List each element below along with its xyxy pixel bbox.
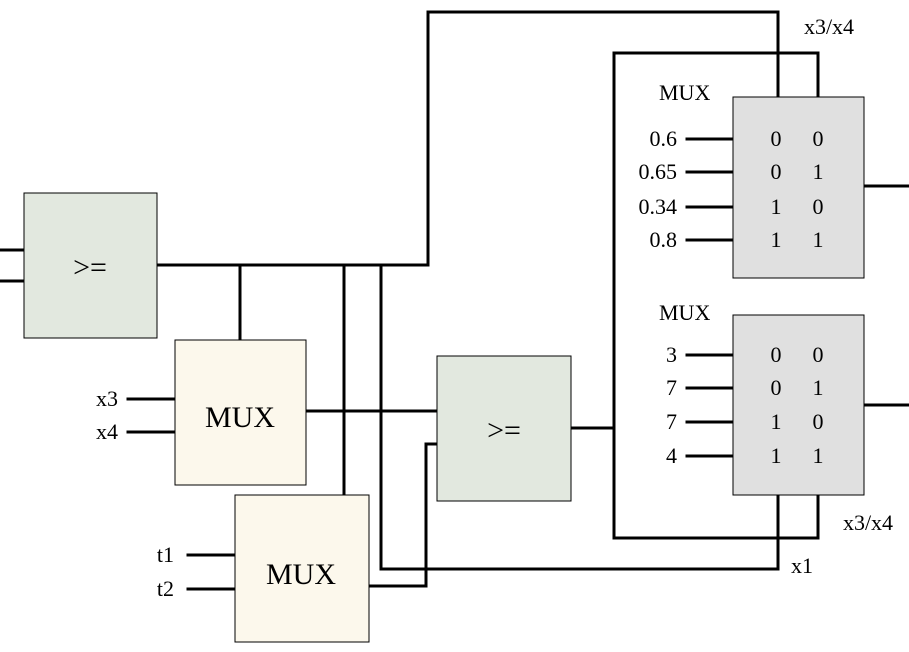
lut-top-title: MUX [659, 80, 710, 105]
wire-select-rect-bottom [612, 426, 820, 540]
lut-bottom-select-label: x3/x4 [843, 510, 893, 535]
mux-x-input-x3: x3 [96, 386, 118, 411]
mux-t-input-t1: t1 [157, 542, 174, 567]
lut-bottom-bit-3-b: 1 [813, 443, 824, 468]
lut-top-bit-2-b: 0 [813, 194, 824, 219]
wires [0, 10, 909, 591]
comparator-top-label: >= [73, 251, 107, 284]
lut-bottom-bit-2-a: 1 [771, 409, 782, 434]
lut-bottom-select2-label: x1 [791, 553, 813, 578]
lut-bottom-bit-1-b: 1 [813, 375, 824, 400]
lut-bottom-bit-1-a: 0 [771, 375, 782, 400]
lut-top-bit-3-b: 1 [813, 227, 824, 252]
lut-top-value-0: 0.6 [650, 126, 678, 151]
wire-bus-drop-x1 [379, 263, 780, 571]
mux-t: MUX t1 t2 [157, 494, 370, 643]
lut-top-value-2: 0.34 [639, 194, 678, 219]
wire-mux-t-out [367, 442, 439, 588]
lut-top-bit-0-b: 0 [813, 126, 824, 151]
wire-select-rect [612, 51, 820, 430]
lut-bottom-bit-3-a: 1 [771, 443, 782, 468]
lut-top-bit-3-a: 1 [771, 227, 782, 252]
lut-top-bits: 0 0 0 1 1 0 1 1 [771, 126, 824, 252]
lut-top-values: 0.6 0.65 0.34 0.8 [639, 126, 678, 252]
mux-x: MUX x3 x4 [96, 339, 307, 486]
lut-top-select-label: x3/x4 [804, 14, 854, 39]
comparator-mid-label: >= [487, 414, 521, 447]
lut-bottom-value-1: 7 [666, 375, 677, 400]
mux-t-label: MUX [266, 558, 336, 591]
lut-bottom-bit-2-b: 0 [813, 409, 824, 434]
mux-x-label: MUX [205, 401, 275, 434]
lut-top-bit-0-a: 0 [771, 126, 782, 151]
lut-bottom: MUX 3 7 7 4 0 0 0 1 1 0 1 1 x3/x4 x1 [659, 300, 893, 578]
lut-bottom-bit-0-b: 0 [813, 342, 824, 367]
mux-t-input-t2: t2 [157, 576, 174, 601]
lut-bottom-value-0: 3 [666, 342, 677, 367]
lut-top: MUX 0.6 0.65 0.34 0.8 0 0 0 1 1 0 1 1 x3… [639, 14, 865, 279]
lut-top-bit-1-a: 0 [771, 159, 782, 184]
lut-bottom-value-2: 7 [666, 409, 677, 434]
lut-bottom-values: 3 7 7 4 [666, 342, 677, 468]
comparator-mid: >= [436, 355, 572, 502]
lut-top-value-1: 0.65 [639, 159, 678, 184]
lut-bottom-title: MUX [659, 300, 710, 325]
lut-top-bit-2-a: 1 [771, 194, 782, 219]
lut-top-bit-1-b: 1 [813, 159, 824, 184]
lut-bottom-value-3: 4 [666, 443, 677, 468]
lut-top-value-3: 0.8 [650, 227, 678, 252]
comparator-top: >= [23, 192, 158, 339]
lut-bottom-bits: 0 0 0 1 1 0 1 1 [771, 342, 824, 468]
lut-bottom-bit-0-a: 0 [771, 342, 782, 367]
mux-x-input-x4: x4 [96, 419, 118, 444]
